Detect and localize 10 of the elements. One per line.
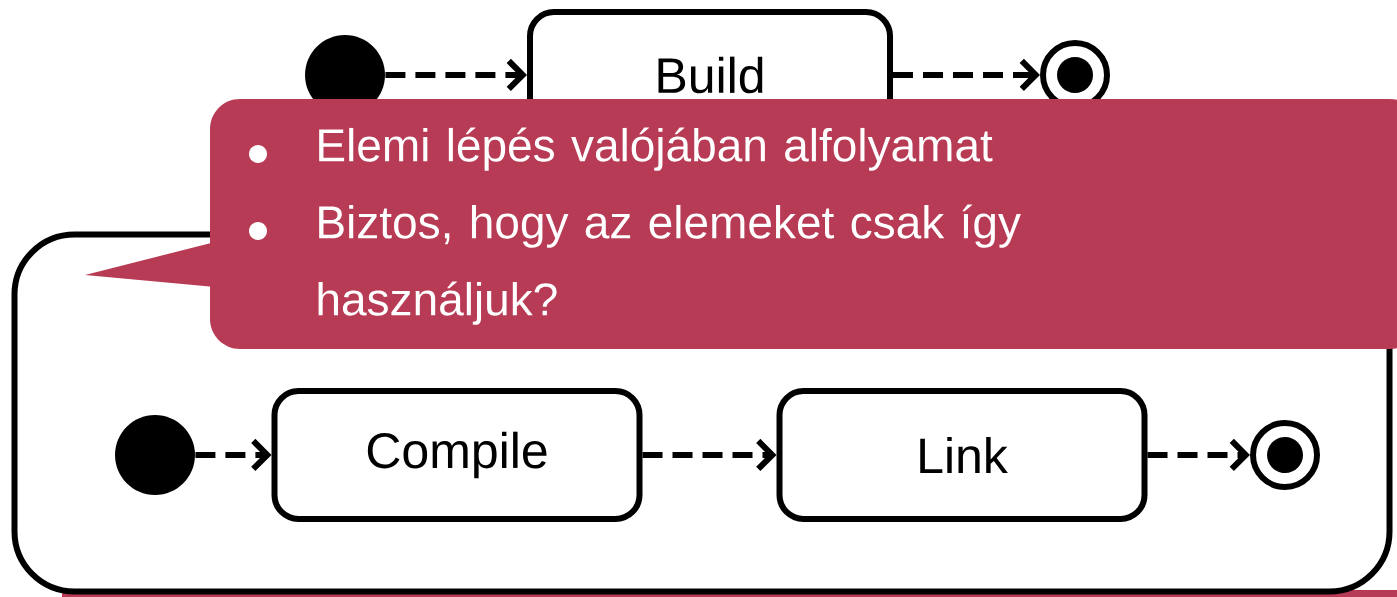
arrow bbox=[1147, 438, 1250, 472]
action-box: Link bbox=[776, 388, 1148, 522]
initial-node bbox=[115, 415, 195, 495]
arrow bbox=[385, 58, 527, 92]
arrow bbox=[642, 438, 777, 472]
callout-tooltip: Elemi lépés valójában alfolyamat Biztos, hogy az elemeket csak így használjuk? bbox=[85, 99, 1397, 349]
arrow bbox=[195, 438, 272, 472]
arrow bbox=[893, 58, 1040, 92]
final-node bbox=[1250, 420, 1320, 490]
action-box: Compile bbox=[271, 388, 643, 522]
